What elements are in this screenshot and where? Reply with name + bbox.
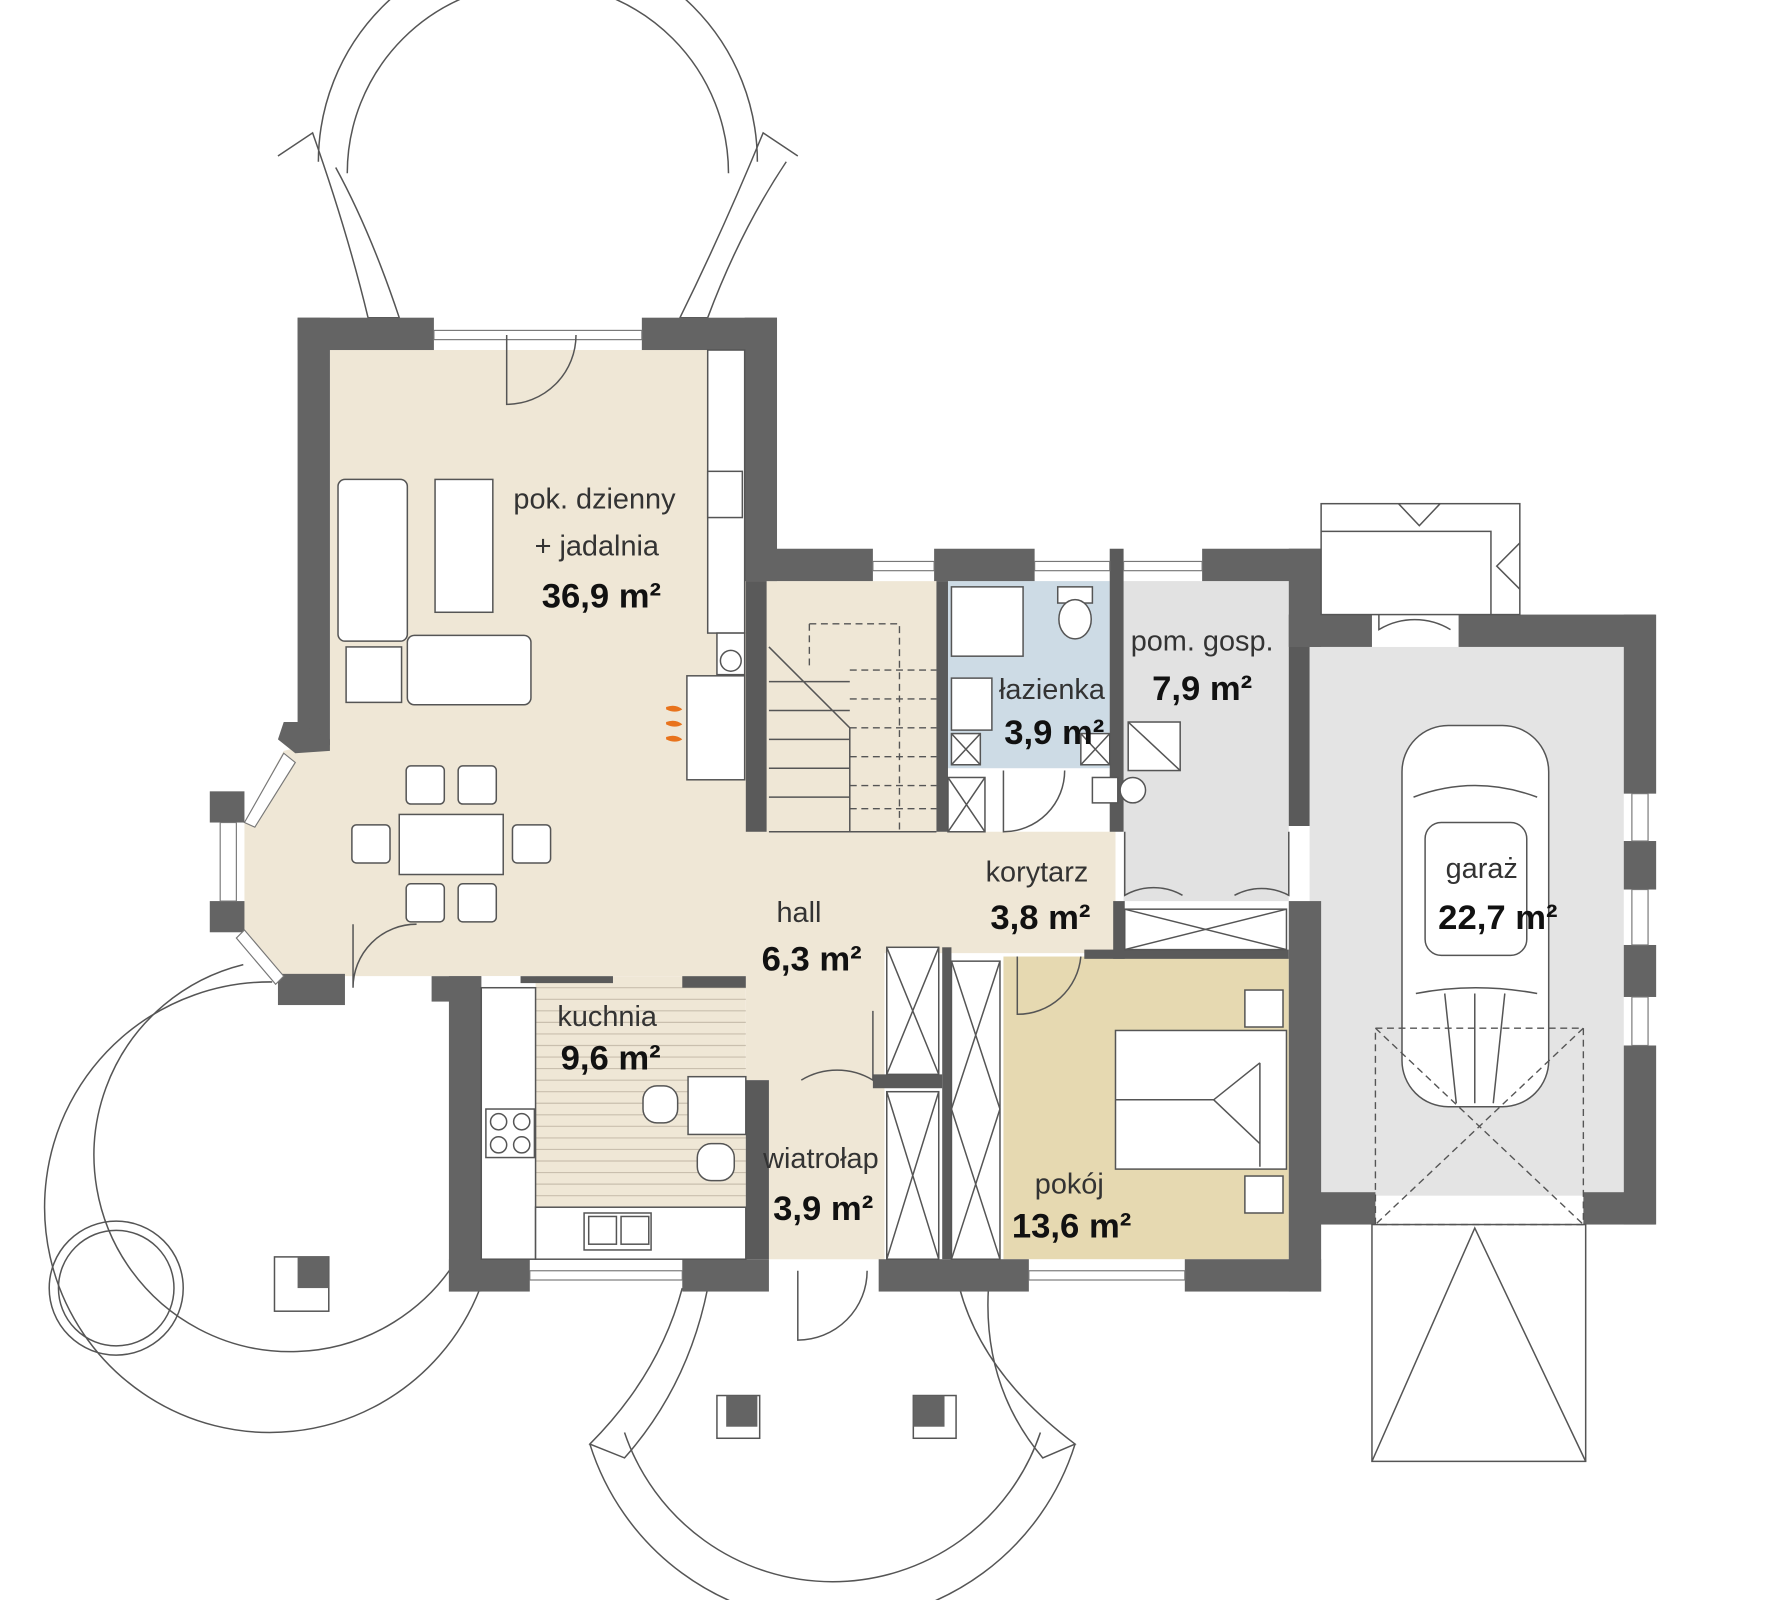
wardrobes — [886, 946, 1001, 1260]
room-area-garage: 22,7 m² — [1438, 899, 1557, 937]
bed — [1114, 989, 1288, 1214]
room-area-utility: 7,9 m² — [1152, 670, 1252, 708]
room-name-garage: garaż — [1446, 853, 1518, 885]
pergola-arcs — [43, 0, 1077, 1600]
room-area-vestibule: 3,9 m² — [773, 1190, 873, 1228]
windows — [219, 329, 1649, 1281]
furniture — [337, 349, 1587, 1463]
room-name-living: pok. dzienny — [513, 483, 676, 515]
room-name-utility: pom. gosp. — [1131, 625, 1274, 657]
room-name-kitchen: kuchnia — [557, 1001, 657, 1033]
room-name-bathroom: łazienka — [999, 674, 1106, 706]
room-area-bathroom: 3,9 m² — [1004, 714, 1104, 752]
room-area-bedroom: 13,6 m² — [1012, 1207, 1131, 1245]
kitchen-units — [480, 986, 747, 1260]
room-name-vestibule: wiatrołap — [762, 1143, 879, 1175]
walls — [209, 317, 1657, 1292]
room-name-bedroom: pokój — [1035, 1168, 1104, 1200]
fireplace — [666, 675, 746, 781]
room-area-kitchen: 9,6 m² — [561, 1040, 661, 1078]
room-name-dining: + jadalnia — [535, 531, 660, 563]
room-area-hall: 6,3 m² — [762, 940, 862, 978]
room-area-living: 36,9 m² — [542, 578, 661, 616]
car — [1401, 724, 1550, 1108]
room-area-corridor: 3,8 m² — [990, 899, 1090, 937]
staircase — [768, 623, 937, 833]
room-name-hall: hall — [776, 897, 821, 929]
room-labels: pok. dzienny + jadalnia 36,9 m² hall 6,3… — [513, 483, 1557, 1245]
room-name-corridor: korytarz — [986, 856, 1089, 888]
doors — [352, 335, 1521, 1341]
